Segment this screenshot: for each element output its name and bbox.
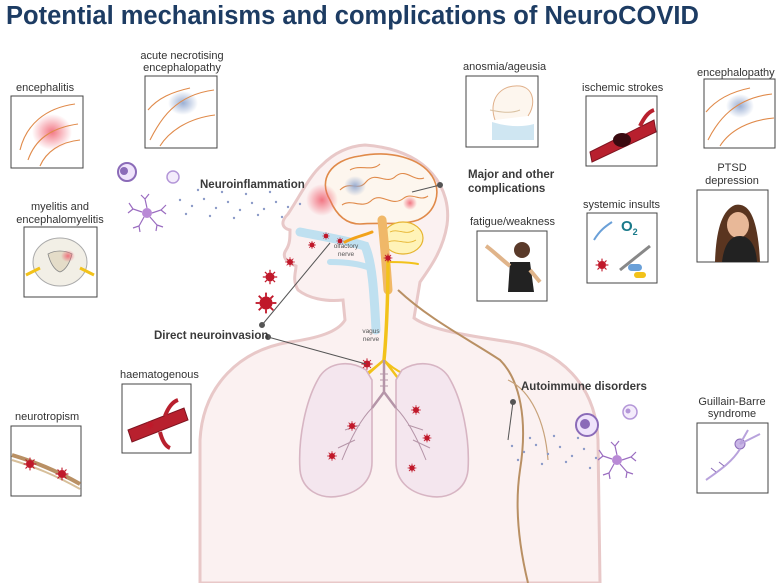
label-ptsd-1: PTSD (717, 162, 747, 174)
oxygen-symbol: O2 (621, 218, 638, 237)
label-major-complications-1: Major and other (468, 169, 555, 181)
label-guillain-barre-1: Guillain-Barre (698, 396, 766, 408)
label-olfactory-nerve-1: olfactory (333, 243, 359, 250)
page-title: Potential mechanisms and complications o… (6, 2, 699, 30)
cytokine-dots (178, 188, 302, 220)
lungs (298, 360, 470, 498)
label-olfactory-nerve-2: nerve (337, 251, 355, 258)
label-direct-neuroinvasion: Direct neuroinvasion (154, 330, 269, 342)
label-fatigue: fatigue/weakness (470, 216, 555, 228)
panel-guillain-barre (696, 422, 769, 494)
autoantibody-dots (510, 434, 598, 470)
panel-fatigue (476, 230, 548, 302)
panel-ischemic-strokes (585, 95, 658, 167)
leader-lines (259, 182, 516, 441)
panel-systemic-insults (586, 212, 658, 284)
panel-haematogenous (121, 383, 192, 454)
label-major-complications-2: complications (468, 183, 546, 195)
panel-anosmia (465, 75, 539, 148)
panel-neurotropism (10, 425, 82, 497)
label-vagus-nerve-1: vagus (362, 328, 380, 335)
oxygen-subscript: 2 (632, 227, 638, 237)
label-vagus-nerve-2: nerve (362, 336, 380, 343)
label-encephalitis: encephalitis (16, 82, 75, 94)
label-autoimmune-disorders: Autoimmune disorders (521, 381, 647, 393)
label-myelitis-1: myelitis and (30, 201, 90, 213)
peripheral-nerve (397, 289, 529, 583)
panel-encephalopathy (703, 78, 776, 149)
label-encephalopathy: encephalopathy (697, 67, 775, 79)
label-acute-necrotising-2: encephalopathy (143, 62, 221, 74)
label-guillain-barre-2: syndrome (707, 408, 757, 420)
label-ptsd-2: depression (705, 175, 759, 187)
brain (306, 153, 438, 295)
label-neuroinflammation: Neuroinflammation (200, 179, 305, 191)
panel-ptsd (696, 189, 769, 263)
label-neurotropism: neurotropism (15, 411, 80, 423)
label-anosmia: anosmia/ageusia (463, 61, 547, 73)
panel-acute-necrotising-encephalopathy (144, 75, 218, 149)
autoimmune-cells (575, 404, 638, 480)
label-ischemic-strokes: ischemic strokes (582, 82, 664, 94)
label-myelitis-2: encephalomyelitis (16, 214, 104, 226)
panel-myelitis (23, 226, 98, 298)
panel-encephalitis (10, 95, 84, 169)
oxygen-letter: O (621, 218, 633, 235)
neuroinflammation-cells (117, 162, 180, 233)
label-systemic-insults: systemic insults (583, 199, 661, 211)
label-haematogenous: haematogenous (120, 369, 199, 381)
peripheral-nerve-branch (507, 379, 549, 461)
label-acute-necrotising-1: acute necrotising (140, 50, 224, 62)
